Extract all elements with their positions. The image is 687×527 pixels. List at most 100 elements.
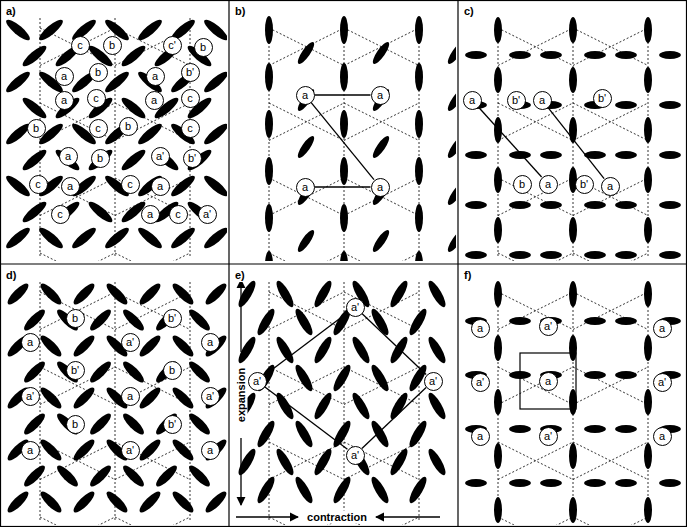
- molecule-site-circle: a': [198, 205, 217, 224]
- molecule: [203, 489, 227, 515]
- molecule: [388, 279, 411, 309]
- cell-edge: [362, 388, 426, 449]
- site-letter: a: [377, 181, 383, 193]
- molecule: [255, 475, 278, 505]
- site-letter: b: [72, 418, 78, 430]
- molecule-site-circle: b': [507, 91, 526, 110]
- molecule: [293, 475, 316, 505]
- molecule: [340, 204, 348, 232]
- molecule-site-circle: c: [169, 205, 188, 224]
- site-letter: a: [377, 89, 383, 101]
- lattice-line: [498, 442, 573, 480]
- lattice-line: [498, 517, 573, 525]
- panel-label: d): [5, 269, 17, 282]
- molecule-site-circle: b: [27, 119, 46, 138]
- site-letter: a': [351, 449, 359, 461]
- molecule-site-circle: b: [66, 309, 85, 328]
- molecule-site-circle: b: [163, 361, 182, 380]
- molecule-site-circle: c: [181, 89, 200, 108]
- lattice-line: [573, 28, 648, 66]
- site-letter: b: [95, 66, 101, 78]
- molecule: [4, 225, 33, 251]
- lattice-line: [269, 442, 344, 480]
- molecule: [153, 463, 179, 489]
- lattice-line: [498, 28, 573, 66]
- molecule-site-circle: a': [21, 387, 40, 406]
- site-letter: a: [65, 150, 71, 162]
- molecule: [615, 101, 637, 109]
- molecule-site-circle: b: [91, 149, 110, 168]
- molecule: [350, 335, 373, 365]
- site-letter: b: [33, 122, 39, 134]
- molecule: [21, 411, 47, 437]
- panel-lattice: [5, 266, 227, 525]
- lattice-line: [498, 292, 573, 330]
- site-letter: a': [351, 301, 359, 313]
- molecule: [540, 251, 562, 259]
- molecule: [584, 201, 606, 209]
- molecule: [659, 151, 681, 159]
- site-letter: a: [147, 208, 153, 220]
- molecule-site-circle: b: [66, 415, 85, 434]
- molecule: [644, 281, 652, 307]
- molecule: [202, 173, 227, 199]
- molecule: [71, 333, 97, 359]
- molecule: [644, 117, 652, 143]
- panel-label: b): [234, 5, 246, 18]
- molecule: [540, 479, 562, 487]
- molecule: [137, 489, 163, 515]
- molecule: [293, 363, 316, 393]
- molecule: [119, 43, 148, 69]
- site-letter: c: [187, 122, 193, 134]
- molecule-site-circle: b': [183, 149, 202, 168]
- lattice-line: [344, 442, 419, 480]
- molecule: [415, 63, 423, 91]
- lattice-line: [40, 517, 115, 525]
- lattice-line: [573, 442, 648, 480]
- site-letter: b: [169, 364, 175, 376]
- lattice-line: [498, 103, 573, 141]
- site-letter: b: [200, 41, 206, 53]
- molecule: [659, 201, 681, 209]
- site-letter: b': [186, 66, 194, 78]
- lattice-line: [269, 28, 344, 66]
- molecule: [87, 359, 113, 385]
- site-letter: a': [429, 375, 437, 387]
- molecule: [71, 489, 97, 515]
- molecule: [415, 204, 423, 232]
- lattice-line: [573, 292, 648, 330]
- molecule: [569, 17, 577, 43]
- molecule-site-circle: c: [87, 89, 106, 108]
- molecule-site-circle: a: [653, 427, 672, 446]
- molecule: [170, 281, 196, 307]
- molecule: [407, 307, 430, 337]
- molecule-site-circle: a': [346, 446, 365, 465]
- lattice-line: [344, 103, 419, 141]
- molecule: [86, 147, 115, 173]
- molecule: [87, 411, 113, 437]
- molecule: [203, 281, 227, 307]
- molecule: [494, 217, 502, 243]
- molecule: [644, 389, 652, 415]
- molecule: [370, 228, 391, 254]
- lattice-line: [269, 178, 344, 216]
- lattice-line: [40, 517, 115, 525]
- molecule: [509, 201, 531, 209]
- molecule: [415, 157, 423, 185]
- molecule: [169, 225, 198, 251]
- site-letter: a: [157, 180, 163, 192]
- molecule: [38, 333, 64, 359]
- molecule-site-circle: b: [103, 36, 122, 55]
- molecule: [5, 281, 31, 307]
- molecule-site-circle: c': [163, 36, 182, 55]
- site-letter: b': [512, 94, 520, 106]
- molecule: [659, 251, 681, 259]
- lattice-line: [498, 517, 573, 525]
- lattice-line: [115, 517, 190, 525]
- molecule: [236, 279, 259, 309]
- molecule-site-circle: a: [61, 177, 80, 196]
- molecule-site-circle: a: [201, 333, 220, 352]
- molecule: [615, 425, 637, 433]
- molecule: [494, 167, 502, 193]
